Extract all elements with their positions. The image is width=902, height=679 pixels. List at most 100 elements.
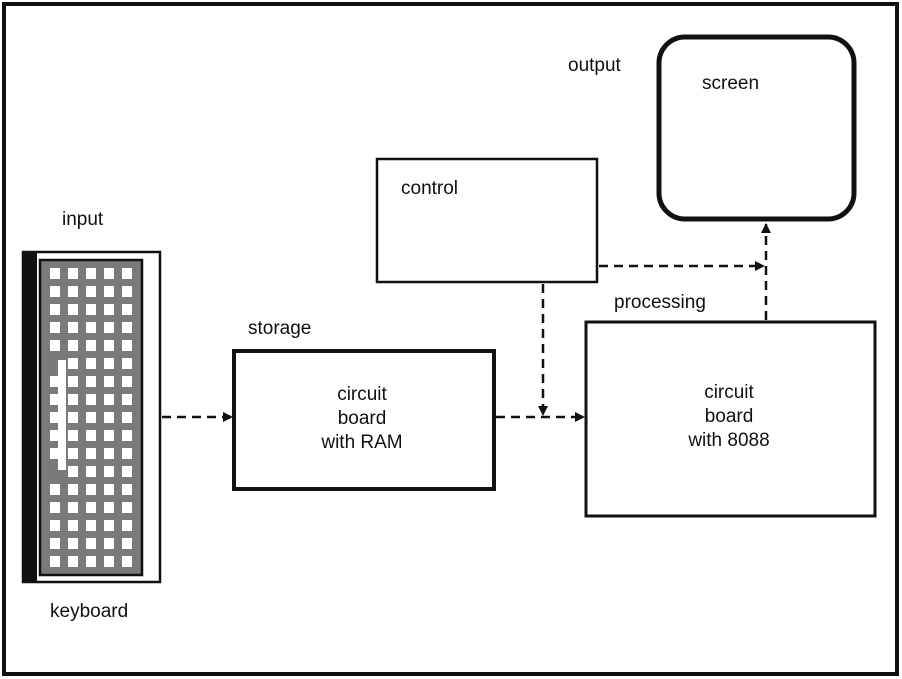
keyboard-key xyxy=(104,322,114,333)
ram-board-line3: with RAM xyxy=(320,432,402,453)
keyboard-key xyxy=(104,484,114,495)
control-box xyxy=(375,157,599,284)
keyboard-key xyxy=(104,358,114,369)
keyboard-key xyxy=(68,322,78,333)
keyboard-key xyxy=(68,412,78,423)
keyboard-key xyxy=(104,502,114,513)
keyboard-key xyxy=(122,268,132,279)
ram-board-line1: circuit xyxy=(337,384,387,405)
keyboard-key xyxy=(104,466,114,477)
keyboard-key xyxy=(104,268,114,279)
keyboard-key xyxy=(68,556,78,567)
keyboard-key xyxy=(68,502,78,513)
keyboard-key xyxy=(68,466,78,477)
keyboard-key xyxy=(68,304,78,315)
keyboard-key xyxy=(86,412,96,423)
control-label: control xyxy=(401,178,458,199)
keyboard-key xyxy=(68,520,78,531)
keyboard-key xyxy=(86,466,96,477)
keyboard-key xyxy=(122,358,132,369)
keyboard-key xyxy=(104,556,114,567)
keyboard-key xyxy=(122,538,132,549)
cpu-board-line2: board xyxy=(705,406,754,427)
processing-box xyxy=(584,320,877,518)
keyboard-label: keyboard xyxy=(50,601,128,622)
keyboard-key xyxy=(68,430,78,441)
keyboard-key xyxy=(50,448,60,459)
keyboard-key xyxy=(68,358,78,369)
keyboard-key xyxy=(122,466,132,477)
keyboard-key xyxy=(122,376,132,387)
keyboard-key xyxy=(86,322,96,333)
keyboard-key xyxy=(50,286,60,297)
keyboard-key xyxy=(122,484,132,495)
keyboard-key xyxy=(86,358,96,369)
keyboard-key xyxy=(50,430,60,441)
keyboard-key xyxy=(122,322,132,333)
screen-box xyxy=(656,34,857,222)
keyboard-key xyxy=(104,448,114,459)
keyboard-key xyxy=(104,376,114,387)
cpu-board-line3: with 8088 xyxy=(687,430,769,451)
keyboard-icon xyxy=(21,250,162,584)
keyboard-key xyxy=(86,394,96,405)
keyboard-key xyxy=(68,538,78,549)
keyboard-key xyxy=(86,556,96,567)
screen-label: screen xyxy=(702,73,759,94)
storage-label: storage xyxy=(248,318,311,339)
keyboard-key xyxy=(50,556,60,567)
keyboard-key xyxy=(122,430,132,441)
keyboard-key xyxy=(122,412,132,423)
keyboard-key xyxy=(104,394,114,405)
keyboard-key xyxy=(68,394,78,405)
keyboard-key xyxy=(50,520,60,531)
keyboard-key xyxy=(68,448,78,459)
keyboard-key xyxy=(86,538,96,549)
keyboard-key xyxy=(86,340,96,351)
keyboard-key xyxy=(50,268,60,279)
keyboard-key xyxy=(104,520,114,531)
keyboard-key xyxy=(50,502,60,513)
keyboard-key xyxy=(50,340,60,351)
keyboard-key xyxy=(122,556,132,567)
keyboard-spacebar xyxy=(58,360,66,470)
keyboard-key xyxy=(122,304,132,315)
keyboard-key xyxy=(50,304,60,315)
keyboard-key xyxy=(122,394,132,405)
keyboard-key xyxy=(104,412,114,423)
keyboard-key xyxy=(50,484,60,495)
keyboard-key xyxy=(86,520,96,531)
keyboard-key xyxy=(50,394,60,405)
keyboard-key xyxy=(104,538,114,549)
keyboard-key xyxy=(86,304,96,315)
keyboard-key xyxy=(86,430,96,441)
input-label: input xyxy=(62,209,104,230)
keyboard-key xyxy=(68,340,78,351)
keyboard-key xyxy=(68,376,78,387)
keyboard-key xyxy=(122,448,132,459)
keyboard-key xyxy=(86,286,96,297)
keyboard-key xyxy=(50,322,60,333)
cpu-board-line1: circuit xyxy=(704,382,754,403)
storage-box xyxy=(232,349,496,491)
keyboard-key xyxy=(104,304,114,315)
keyboard-key xyxy=(104,286,114,297)
keyboard-key xyxy=(86,484,96,495)
keyboard-key xyxy=(50,412,60,423)
keyboard-key xyxy=(86,268,96,279)
keyboard-key xyxy=(68,286,78,297)
keyboard-key xyxy=(68,484,78,495)
keyboard-key xyxy=(122,340,132,351)
keyboard-key xyxy=(68,268,78,279)
keyboard-key xyxy=(86,502,96,513)
keyboard-key xyxy=(122,286,132,297)
keyboard-key xyxy=(122,502,132,513)
keyboard-key xyxy=(104,430,114,441)
keyboard-key xyxy=(86,448,96,459)
output-label: output xyxy=(568,55,622,76)
keyboard-key xyxy=(122,520,132,531)
processing-label: processing xyxy=(614,292,706,313)
keyboard-key xyxy=(86,376,96,387)
